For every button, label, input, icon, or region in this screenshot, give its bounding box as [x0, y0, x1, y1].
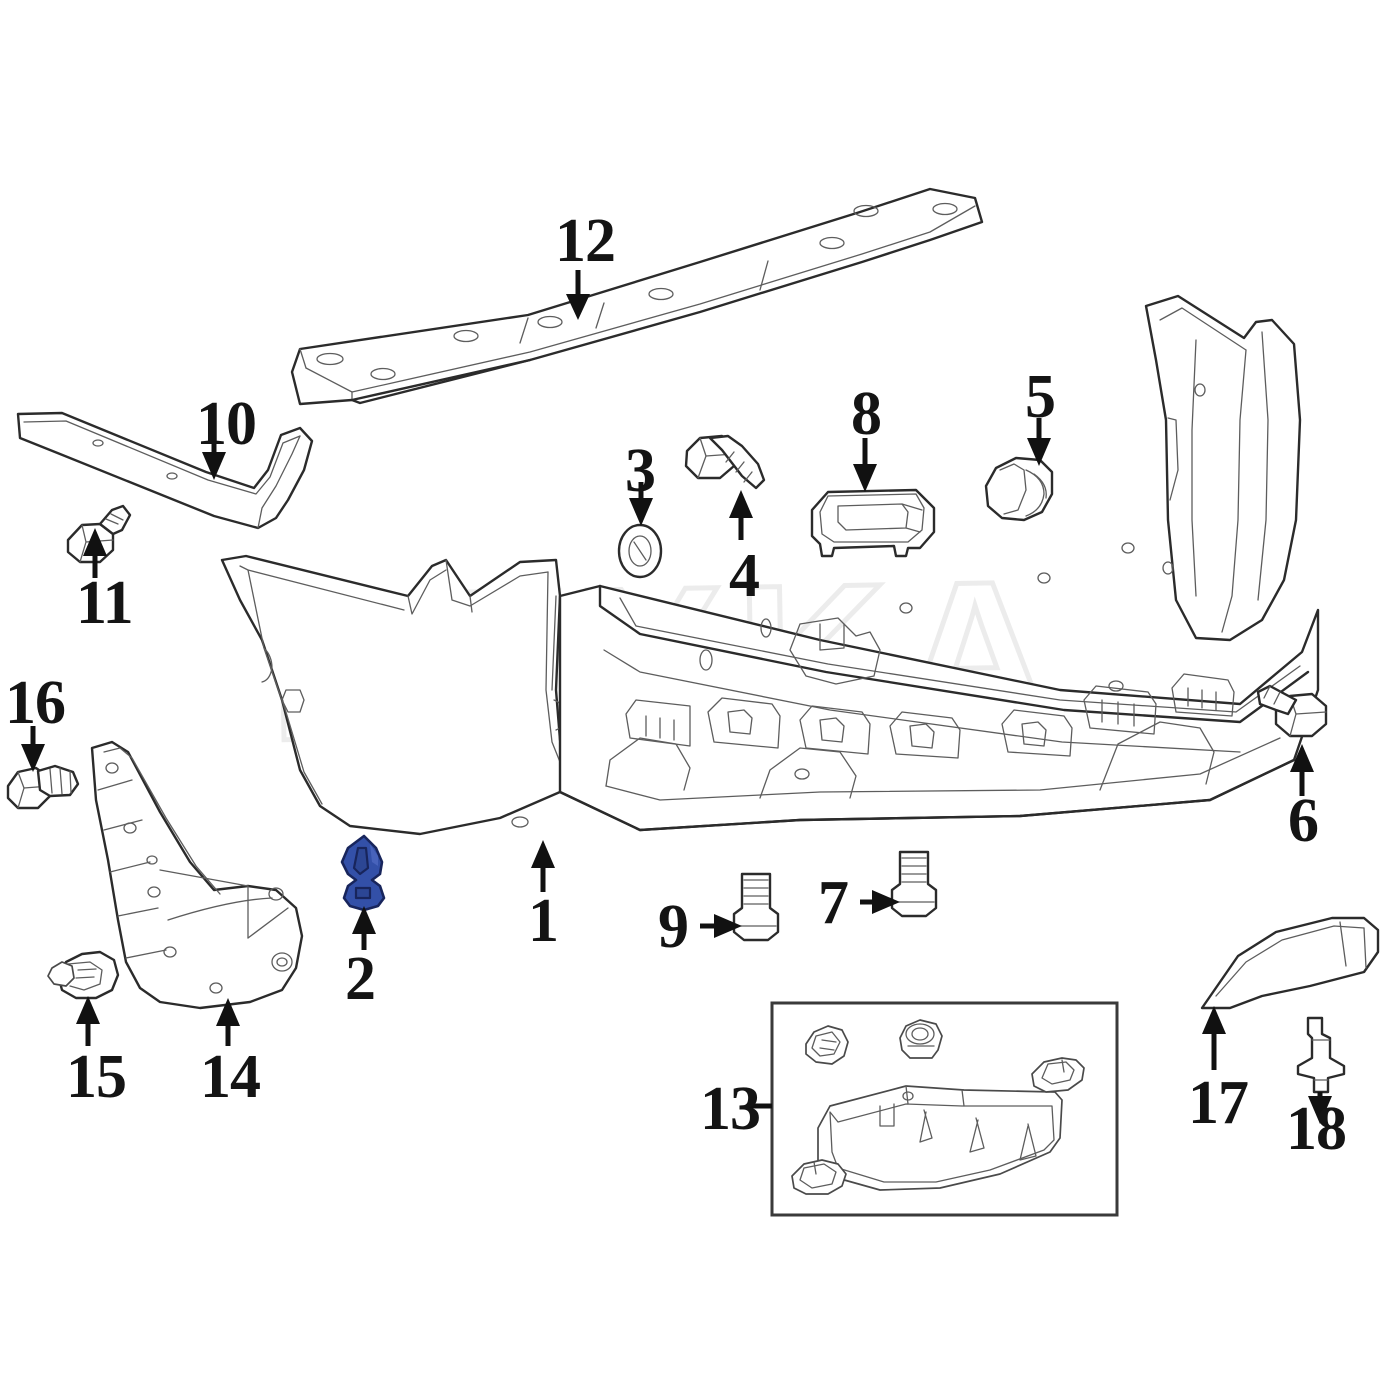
part-bumper-side-reinforcement	[16, 411, 314, 530]
part-bumper-cover-retainer-clip-highlighted	[340, 834, 386, 912]
part-tow-hook-cover-cap-8	[810, 488, 936, 558]
callout-arrow-4	[729, 490, 753, 540]
part-bumper-reinforcement-beam	[290, 187, 984, 406]
part-push-pin-clip-15	[47, 950, 120, 1000]
callout-label-4: 4	[729, 542, 760, 610]
callout-label-14: 14	[200, 1043, 261, 1111]
callout-arrow-16	[21, 726, 45, 772]
callout-label-7: 7	[818, 869, 849, 937]
callout-label-17: 17	[1188, 1069, 1249, 1137]
callout-label-8: 8	[851, 380, 882, 448]
callout-label-1: 1	[528, 887, 559, 955]
part-stud-bolt-9	[732, 872, 780, 942]
callout-arrow-9	[700, 914, 742, 938]
part-hex-flange-bolt-6	[1256, 684, 1328, 738]
callout-label-6: 6	[1288, 787, 1319, 855]
callout-arrow-3	[629, 482, 653, 526]
callout-arrow-17	[1202, 1006, 1226, 1070]
part-hex-flange-bolt-4	[684, 434, 766, 490]
part-bracket-clip-kit-inset	[770, 1001, 1119, 1217]
part-bumper-stopper-cushion-5	[984, 456, 1054, 522]
callout-arrow-2	[352, 906, 376, 950]
callout-label-11: 11	[76, 569, 134, 637]
callout-label-15: 15	[66, 1043, 127, 1111]
callout-arrow-11	[83, 528, 107, 578]
part-bumper-end-trim-molding-17	[1200, 916, 1380, 1010]
callout-arrow-5	[1027, 418, 1051, 466]
callout-label-9: 9	[658, 893, 689, 961]
callout-arrow-1	[531, 840, 555, 892]
callout-label-5: 5	[1025, 363, 1056, 431]
callout-arrow-18	[1308, 1092, 1332, 1124]
callout-label-16: 16	[5, 669, 66, 737]
callout-label-3: 3	[625, 437, 656, 505]
callout-arrow-7	[860, 890, 900, 914]
callout-label-13: 13	[700, 1075, 761, 1143]
callout-arrow-8	[853, 438, 877, 492]
callout-label-2: 2	[345, 945, 376, 1013]
callout-label-10: 10	[196, 390, 257, 458]
part-rear-bumper-cover	[220, 294, 1320, 836]
part-stud-bolt-7	[890, 850, 938, 918]
callout-arrow-14	[216, 998, 240, 1046]
callout-arrow-12	[566, 270, 590, 320]
part-trim-retainer-pin-18	[1296, 1016, 1346, 1094]
part-mud-guard-splash-shield	[90, 740, 304, 1010]
part-grommet-washer-3	[617, 523, 663, 579]
callout-arrow-10	[202, 436, 226, 480]
callout-label-18: 18	[1286, 1095, 1347, 1163]
part-hex-flange-bolt-16	[6, 764, 80, 810]
callout-arrow-15	[76, 996, 100, 1046]
callout-arrow-6	[1290, 744, 1314, 796]
callout-label-12: 12	[555, 207, 616, 275]
